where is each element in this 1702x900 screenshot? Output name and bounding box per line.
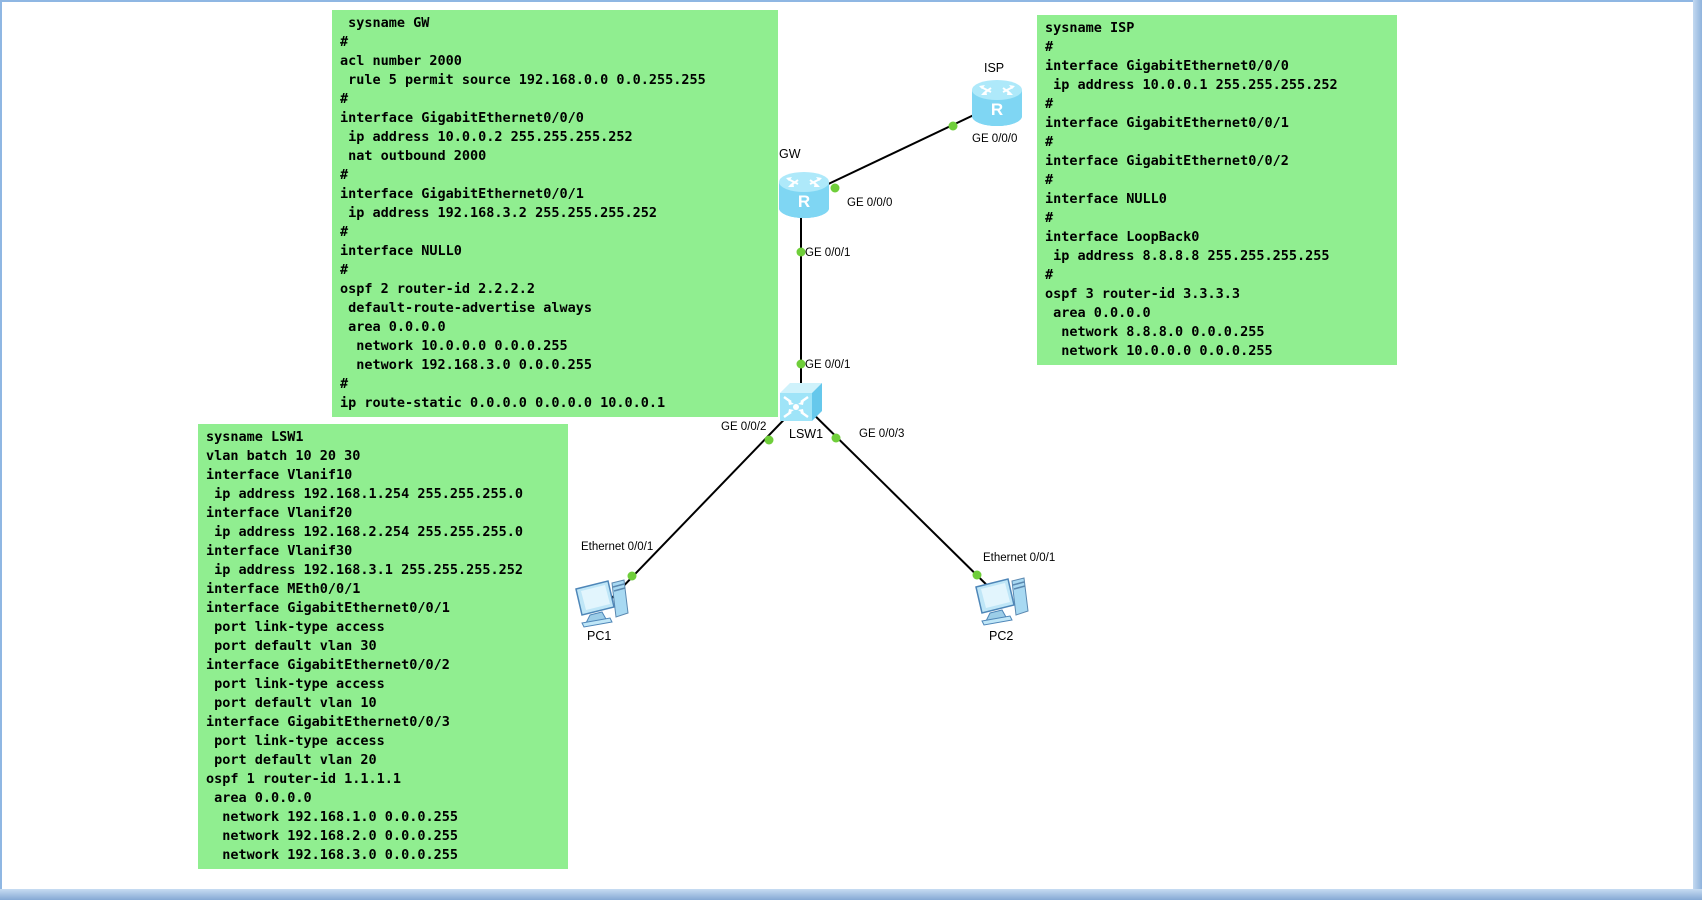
- note-lsw1-config[interactable]: sysname LSW1 vlan batch 10 20 30 interfa…: [198, 424, 568, 869]
- switch-arrows: [783, 396, 809, 418]
- port-dot-gw-ge001: [796, 247, 806, 257]
- device-label-gw: GW: [779, 147, 801, 161]
- port-dot-lsw1-ge003: [831, 433, 841, 443]
- port-dot-pc2-eth001: [972, 570, 982, 580]
- port-dot-pc1-eth001: [627, 571, 637, 581]
- port-label-lsw1-ge003: GE 0/0/3: [859, 428, 905, 440]
- port-label-pc2-eth001: Ethernet 0/0/1: [983, 552, 1056, 564]
- device-pc2[interactable]: [974, 575, 1032, 632]
- device-pc1[interactable]: [574, 577, 632, 634]
- window-frame-top: [0, 0, 1702, 2]
- device-lsw1[interactable]: [776, 379, 826, 430]
- port-dot-lsw1-ge001: [796, 359, 806, 369]
- device-gw[interactable]: R: [778, 170, 830, 225]
- port-label-lsw1-ge001: GE 0/0/1: [805, 359, 851, 371]
- window-frame-bottom: [0, 889, 1702, 900]
- port-status-dots: [627, 121, 982, 581]
- svg-text:R: R: [991, 100, 1003, 119]
- window-frame-right-scroll-strip[interactable]: [1693, 0, 1702, 900]
- device-label-pc2: PC2: [989, 629, 1014, 643]
- device-label-isp: ISP: [984, 61, 1005, 75]
- router-arrows: [979, 85, 1015, 95]
- device-label-lsw1: LSW1: [789, 427, 824, 441]
- pc-icon: [975, 577, 1029, 626]
- device-label-pc1: PC1: [587, 629, 612, 643]
- port-label-gw-ge001: GE 0/0/1: [805, 247, 851, 259]
- pc-icon: [575, 579, 629, 628]
- port-label-isp-ge000: GE 0/0/0: [972, 133, 1018, 145]
- port-dot-isp-ge000: [948, 121, 958, 131]
- link-gw-isp: [802, 103, 998, 197]
- device-isp[interactable]: R: [971, 78, 1023, 133]
- port-dot-gw-ge000: [830, 183, 840, 193]
- router-icon: R: [779, 172, 829, 218]
- router-icon: R: [972, 80, 1022, 126]
- note-isp-config[interactable]: sysname ISP # interface GigabitEthernet0…: [1037, 15, 1397, 365]
- router-arrows: [786, 177, 822, 187]
- port-label-pc1-eth001: Ethernet 0/0/1: [581, 541, 654, 553]
- svg-text:R: R: [798, 192, 810, 211]
- window-frame-left: [0, 0, 2, 900]
- port-dot-lsw1-ge002: [764, 435, 774, 445]
- link-lsw1-pc1: [609, 401, 802, 601]
- port-label-gw-ge000: GE 0/0/0: [847, 197, 893, 209]
- port-label-lsw1-ge002: GE 0/0/2: [721, 421, 767, 433]
- note-gw-config[interactable]: sysname GW # acl number 2000 rule 5 perm…: [332, 10, 778, 417]
- switch-icon: [780, 383, 822, 421]
